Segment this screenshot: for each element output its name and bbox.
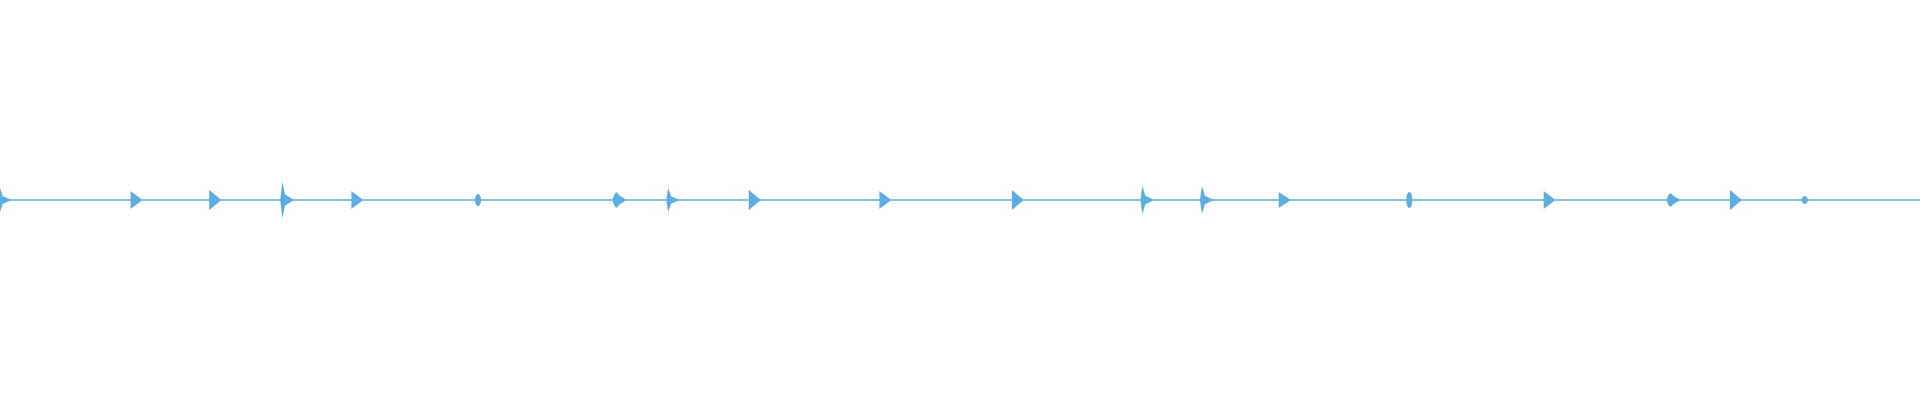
waveform-peak: [666, 188, 681, 212]
waveform-peak: [1199, 186, 1214, 214]
waveform-peak: [748, 190, 761, 210]
waveform-peak: [0, 188, 12, 212]
waveform-peak: [1011, 190, 1024, 210]
waveform-peak: [1729, 190, 1742, 210]
waveform-peaks: [0, 182, 1808, 218]
waveform-peak: [475, 194, 482, 206]
waveform-peak: [209, 190, 222, 210]
waveform-peak: [612, 192, 627, 208]
waveform-peak: [1140, 186, 1155, 214]
waveform-peak: [1543, 191, 1556, 209]
waveform-peak: [130, 191, 143, 209]
waveform-peak: [879, 191, 892, 209]
waveform-peak: [1406, 192, 1413, 208]
waveform-peak: [1666, 193, 1681, 207]
waveform-peak: [1278, 192, 1291, 208]
waveform-peak: [351, 191, 364, 209]
waveform-peak: [280, 182, 295, 218]
waveform-peak: [1801, 196, 1808, 204]
